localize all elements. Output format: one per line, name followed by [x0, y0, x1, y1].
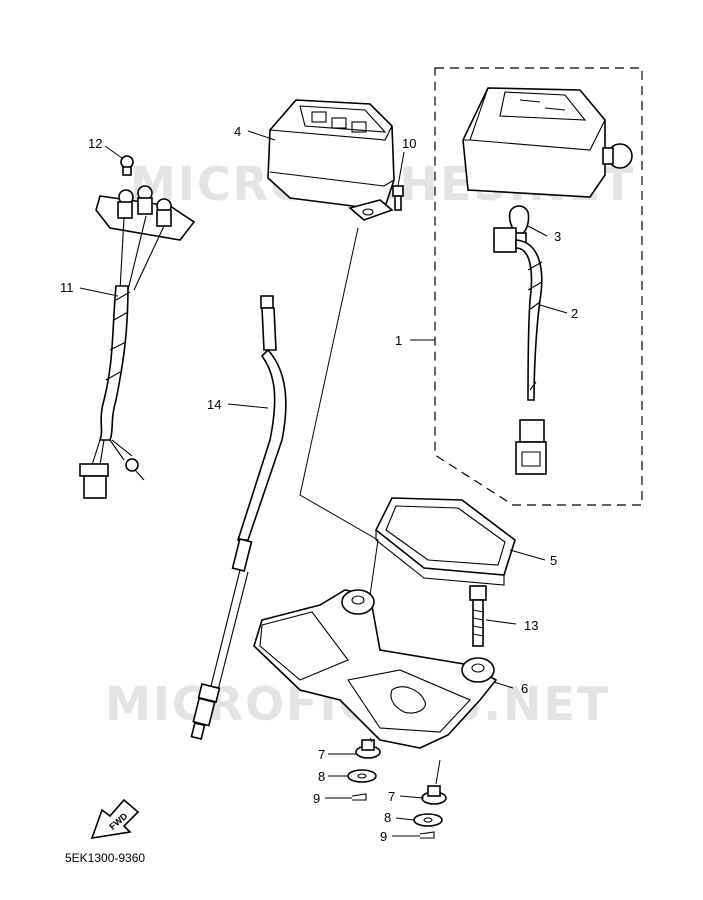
callout-7b: 7: [388, 789, 395, 804]
callout-12: 12: [88, 136, 102, 151]
callout-4: 4: [234, 124, 241, 139]
washer-part-8b: [413, 813, 443, 827]
callout-8b: 8: [384, 810, 391, 825]
callout-8a: 8: [318, 769, 325, 784]
assembly-line-lower: [369, 737, 441, 785]
clip-part-9a: [351, 793, 367, 801]
callout-10: 10: [402, 136, 416, 151]
screw-part-10: [392, 185, 404, 211]
callout-6: 6: [521, 681, 528, 696]
socket-harness-part-2: [493, 227, 547, 475]
callout-7a: 7: [318, 747, 325, 762]
callout-14: 14: [207, 397, 221, 412]
callout-1: 1: [395, 333, 402, 348]
grommet-part-7b: [421, 785, 447, 805]
wiring-harness-part-11: [79, 185, 196, 499]
bracket-part-6: [253, 589, 498, 749]
callout-3: 3: [554, 229, 561, 244]
washer-part-8a: [347, 769, 377, 783]
bulb-part-3: [508, 205, 530, 244]
speedometer-cable-part-14: [190, 295, 287, 740]
meter-housing-part-4: [267, 99, 395, 221]
callout-2: 2: [571, 306, 578, 321]
assembly-box-dashed: [434, 67, 643, 506]
meter-assembly: [462, 87, 633, 198]
callout-9a: 9: [313, 791, 320, 806]
callout-9b: 9: [380, 829, 387, 844]
callout-11: 11: [60, 280, 74, 295]
fwd-arrow-icon: FWD: [90, 798, 140, 840]
part-code: 5EK1300-9360: [65, 851, 145, 865]
grommet-part-7a: [355, 739, 381, 759]
clip-part-9b: [419, 831, 435, 839]
leader-lines: [79, 130, 568, 837]
bulb-part-12: [120, 155, 134, 176]
gasket-part-5: [374, 497, 516, 586]
callout-5: 5: [550, 553, 557, 568]
callout-13: 13: [524, 618, 538, 633]
bolt-part-13: [469, 585, 487, 647]
